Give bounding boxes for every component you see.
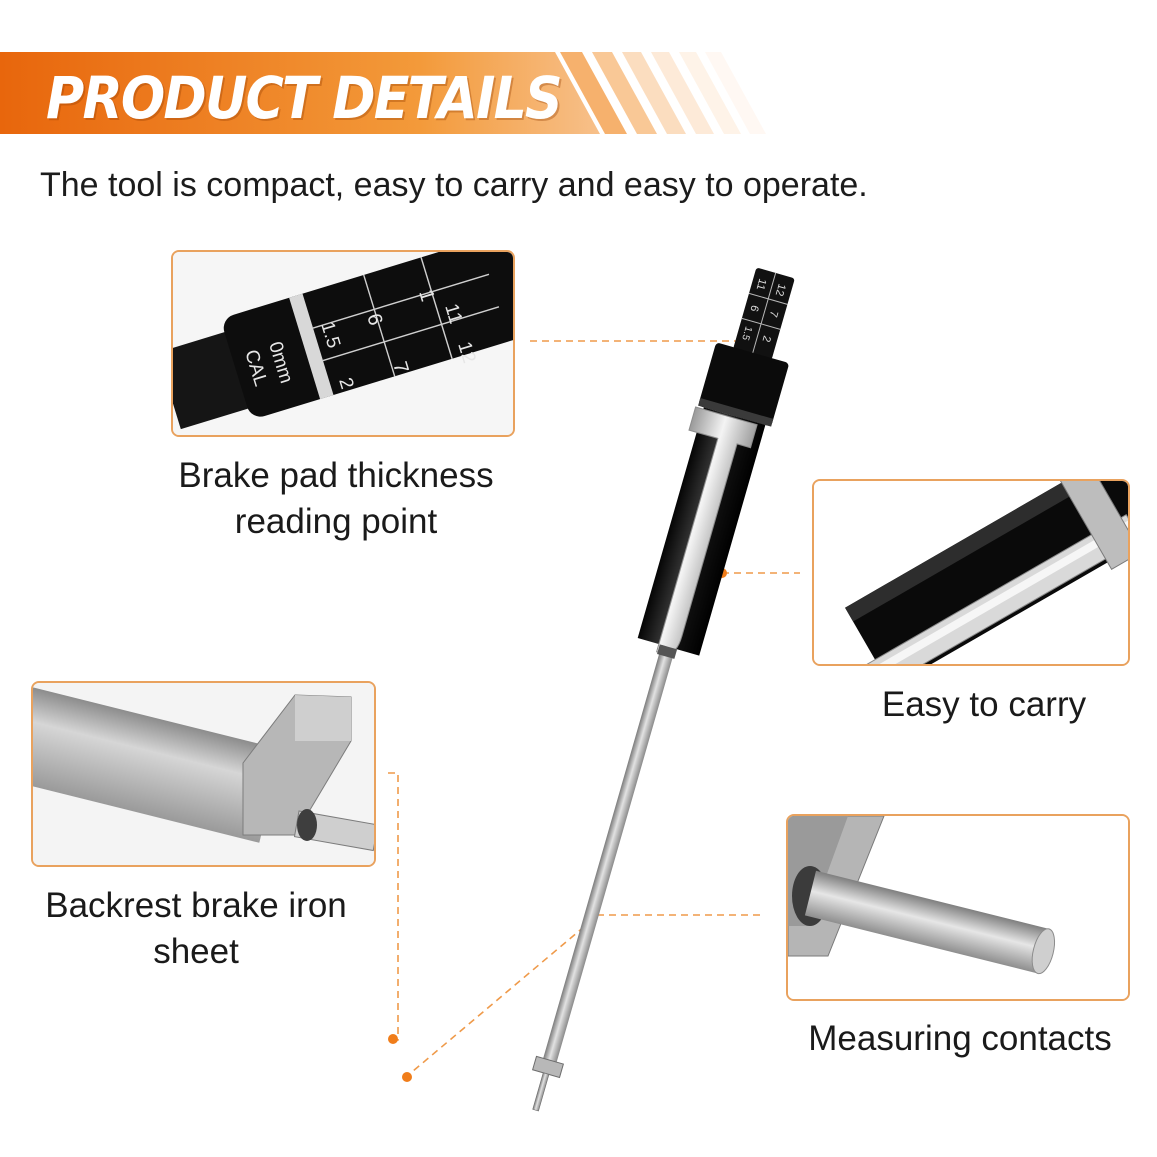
label-reading-point-line2: reading point (234, 502, 438, 541)
scale-mark-1-5: 1.5 (739, 325, 754, 342)
banner-stripe-3 (622, 52, 686, 134)
banner-stripe-5 (679, 52, 741, 134)
scale-mark-7: 7 (767, 309, 780, 318)
tool-rod (543, 644, 676, 1063)
banner-shape (0, 52, 600, 134)
scale-mark-6: 6 (747, 304, 760, 313)
contact-pin (532, 1072, 550, 1112)
banner-stripe-6 (705, 52, 766, 134)
page-title: PRODUCT DETAILS (46, 64, 563, 132)
header-banner (0, 52, 766, 134)
label-backrest-line2: sheet (153, 932, 239, 971)
scale-mark-11: 11 (754, 277, 769, 291)
banner-stripe-4 (651, 52, 714, 134)
banner-stripe-2 (592, 52, 657, 134)
label-easy-carry: Easy to carry (881, 685, 1087, 724)
banner-stripe-1 (560, 52, 627, 134)
label-reading-point-line1: Brake pad thickness (178, 456, 494, 495)
zoom-box-easy-carry (812, 479, 1130, 666)
page-subtitle: The tool is compact, easy to carry and e… (40, 166, 868, 204)
callout-dot-contacts (402, 1072, 412, 1082)
zoom-box-reading-point: 0mm CAL 1.5 2 6 7 1 11 12 (171, 250, 515, 437)
zoom-box-contacts (786, 814, 1130, 1001)
label-contacts: Measuring contacts (808, 1019, 1112, 1058)
callout-dot-backrest (388, 1034, 398, 1044)
label-backrest-line1: Backrest brake iron (45, 886, 347, 925)
scale-mark-2: 2 (760, 334, 773, 343)
zoom-box-backrest (31, 681, 376, 867)
scale-mark-12: 12 (773, 282, 788, 297)
